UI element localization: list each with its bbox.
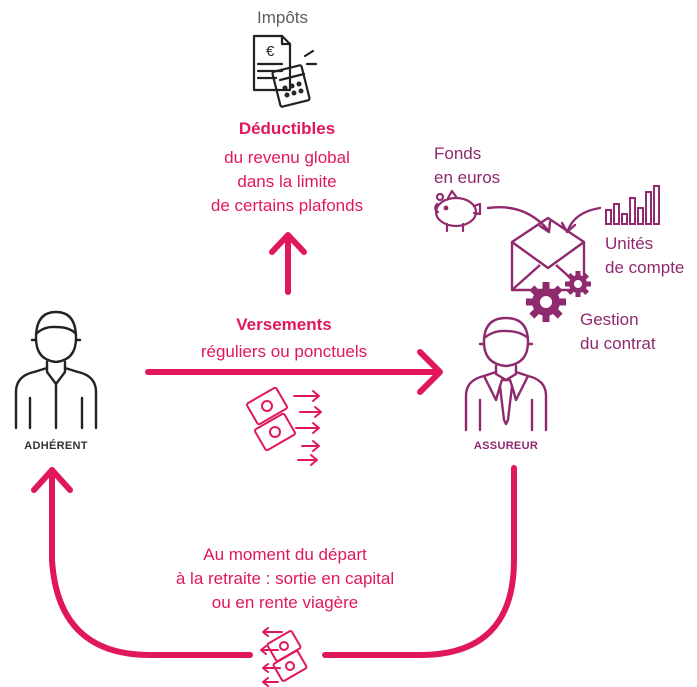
member-label: ADHÉRENT [24, 440, 88, 452]
payments-heading: Versements [236, 315, 332, 334]
exit-line-1: Au moment du départ [203, 545, 367, 564]
funds-euros-line-1: Fonds [434, 144, 482, 163]
units-line-2: de compte [605, 258, 685, 277]
deductible-line-2: dans la limite [237, 172, 337, 191]
money-transfer-icon [246, 386, 322, 466]
deductible-line-3: de certains plafonds [210, 196, 364, 215]
exit-line-2: à la retraite : sortie en capital [175, 569, 395, 588]
taxes-label: Impôts [257, 8, 309, 27]
gears-icon [526, 271, 591, 322]
insurer-label: ASSUREUR [473, 440, 539, 452]
management-line-2: du contrat [580, 334, 656, 353]
payments-subtitle: réguliers ou ponctuels [200, 342, 368, 361]
exit-line-3: ou en rente viagère [211, 593, 359, 612]
money-return-icon [260, 627, 308, 687]
svg-text:€: € [266, 43, 275, 60]
return-arc [31, 465, 517, 658]
tax-document-calculator-icon: € [252, 34, 318, 108]
right-arrow [145, 349, 443, 395]
deductible-heading: Déductibles [238, 119, 336, 138]
bar-chart-icon [605, 185, 660, 225]
up-arrow [269, 232, 307, 295]
funds-euros-line-2: en euros [434, 168, 501, 187]
deductible-line-1: du revenu global [224, 148, 350, 167]
member-person-icon [14, 310, 98, 430]
insurer-person-icon [464, 316, 548, 432]
units-line-1: Unités [605, 234, 654, 253]
piggy-bank-icon [434, 189, 482, 233]
management-line-1: Gestion [580, 310, 639, 329]
